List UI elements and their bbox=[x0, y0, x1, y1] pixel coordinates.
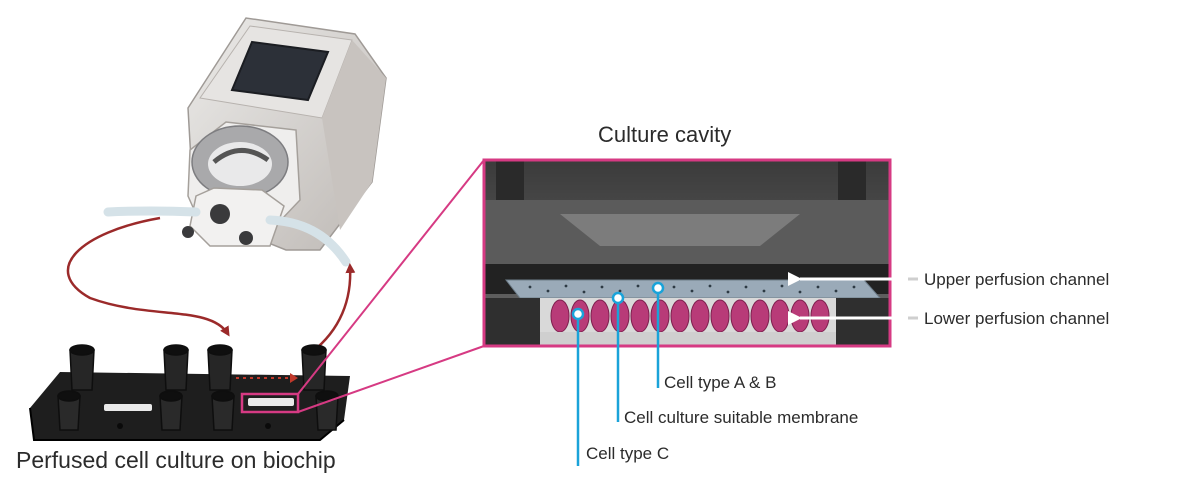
cell-ab-label: Cell type A & B bbox=[664, 373, 777, 392]
flow-arrow-inlet bbox=[66, 216, 230, 337]
membrane-label: Cell culture suitable membrane bbox=[624, 408, 859, 427]
culture-cavity-title: Culture cavity bbox=[598, 122, 732, 147]
zoom-connector-bottom bbox=[297, 345, 485, 413]
flow-arrow-outlet bbox=[311, 263, 356, 353]
upper-perfusion-label: Upper perfusion channel bbox=[924, 270, 1110, 289]
culture-cavity-frame bbox=[482, 158, 892, 348]
cell-c-label: Cell type C bbox=[586, 444, 670, 463]
lower-perfusion-label: Lower perfusion channel bbox=[924, 309, 1110, 328]
biochip-icon bbox=[29, 344, 350, 441]
zoom-connector-top bbox=[297, 159, 485, 395]
chip-highlight-box bbox=[240, 392, 300, 414]
culture-cavity-panel bbox=[484, 160, 890, 346]
peristaltic-pump-icon bbox=[103, 17, 387, 267]
chip-caption: Perfused cell culture on biochip bbox=[16, 447, 336, 473]
